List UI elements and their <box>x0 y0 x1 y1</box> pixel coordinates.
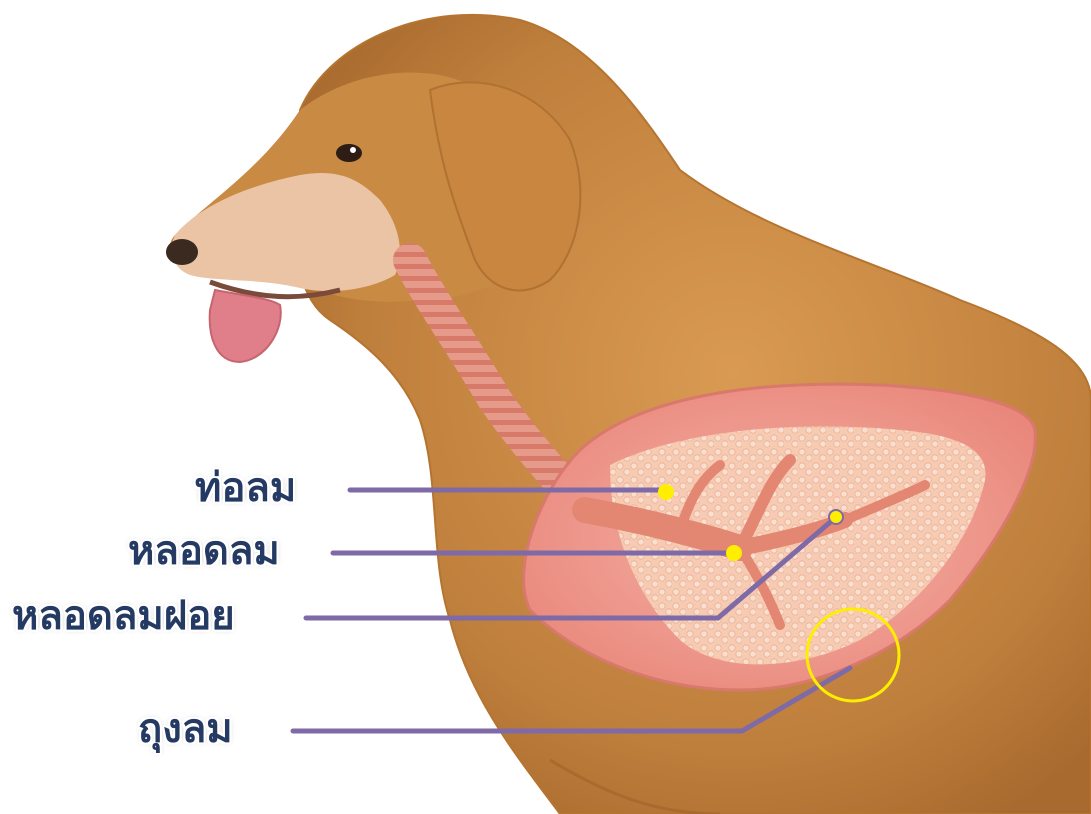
marker-bronchiole <box>829 510 843 524</box>
marker-trachea <box>658 484 674 500</box>
marker-bronchus <box>726 545 742 561</box>
label-bronchiole: หลอดลมฝอย <box>12 596 235 636</box>
label-bronchus: หลอดลม <box>128 531 280 571</box>
label-alveoli: ถุงลม <box>138 709 233 749</box>
tongue <box>210 290 281 362</box>
label-trachea: ท่อลม <box>195 468 296 508</box>
muzzle <box>172 173 400 291</box>
eye <box>336 144 362 162</box>
nose <box>166 239 198 265</box>
